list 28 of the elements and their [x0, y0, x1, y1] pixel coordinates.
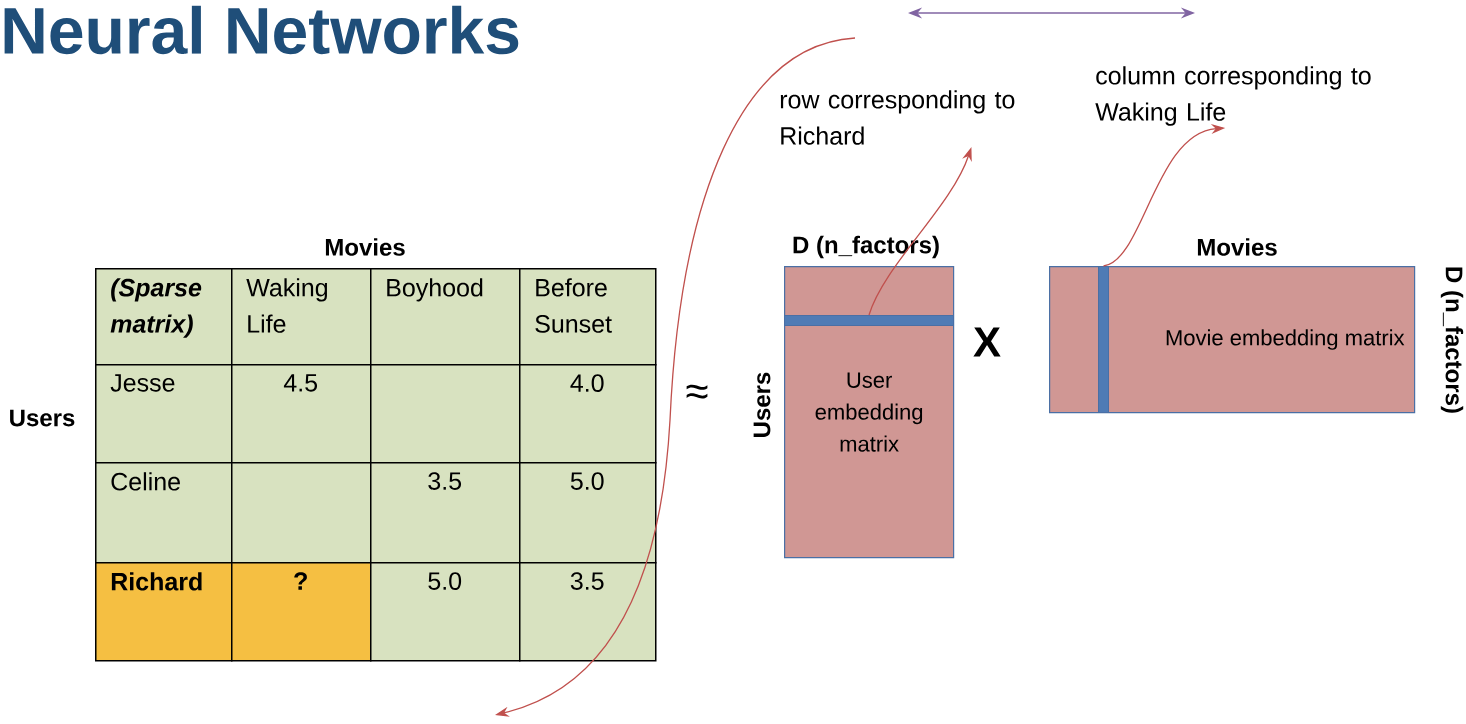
table-cell: 5.0	[370, 562, 521, 662]
table-cell: Richard	[95, 562, 233, 662]
table-cell: ?	[231, 562, 372, 662]
table-cell: 4.0	[519, 364, 657, 464]
highlight-bar	[784, 315, 954, 326]
table-cell: Jesse	[95, 364, 233, 464]
table-cell: Waking Life	[231, 268, 372, 366]
table-cell: 3.5	[519, 562, 657, 662]
axis-label: Movies	[325, 238, 405, 256]
title: Neural Networks	[4, 5, 519, 55]
approx-sign: ≈	[686, 384, 708, 399]
multiply-sign: X	[973, 327, 1001, 357]
annotation-text: row corresponding to Richard	[780, 90, 1015, 145]
annotation-text: column corresponding to Waking Life	[1095, 66, 1371, 126]
axis-label: D (n_factors)	[1440, 267, 1464, 413]
axis-label: Users	[10, 409, 75, 427]
table-cell: Boyhood	[370, 268, 521, 366]
table-cell: Celine	[95, 462, 233, 564]
table-cell: 5.0	[519, 462, 657, 564]
table-cell: Before Sunset	[519, 268, 657, 366]
axis-label: Movies	[1197, 238, 1277, 256]
axis-label: Users	[753, 372, 771, 437]
table-cell: 4.5	[231, 364, 372, 464]
matrix-box: Movie embedding matrix	[1049, 266, 1416, 414]
table-cell: (Sparse matrix)	[95, 268, 233, 366]
highlight-bar	[1098, 266, 1109, 413]
table-cell: 3.5	[370, 462, 521, 564]
matrix-box: User embedding matrix	[784, 266, 955, 559]
